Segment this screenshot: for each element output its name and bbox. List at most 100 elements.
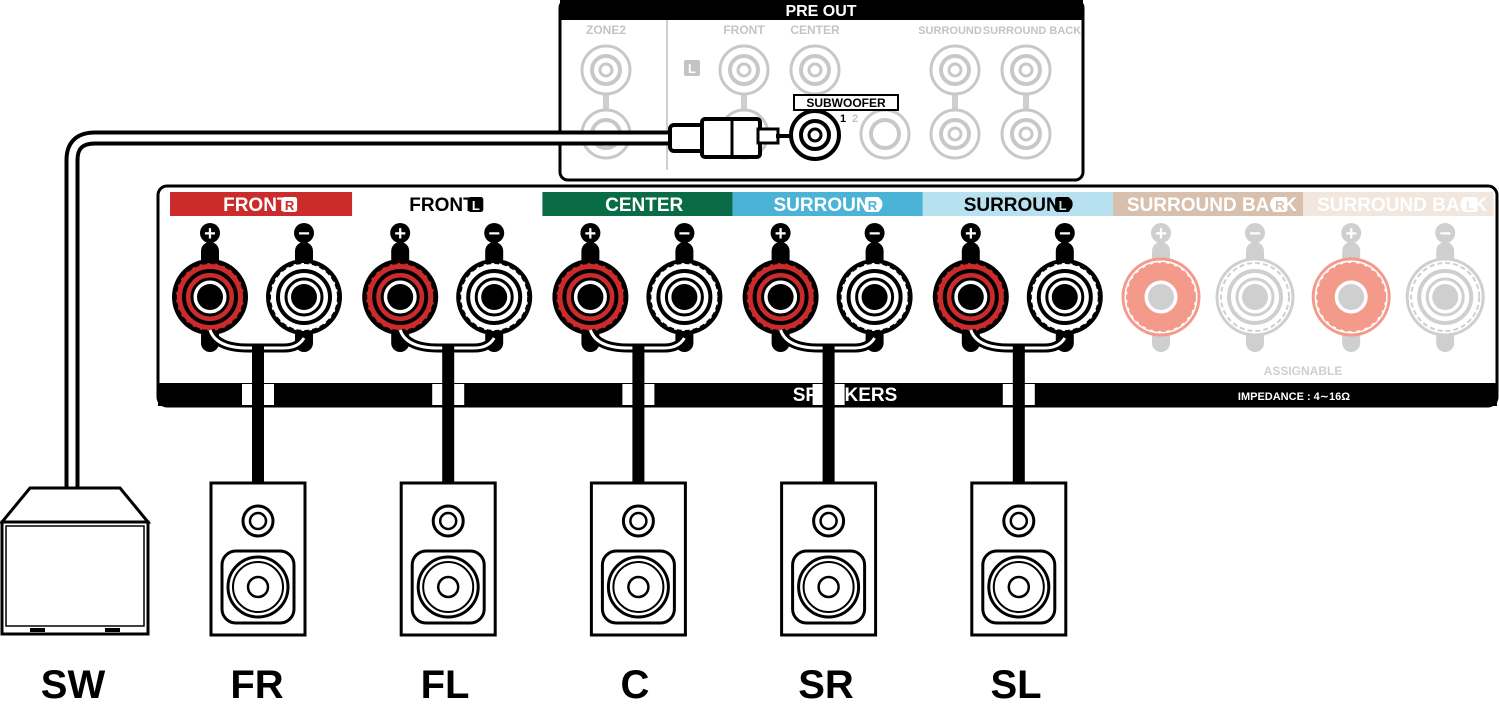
svg-text:+: + (394, 223, 406, 245)
plus-sign: + (770, 223, 791, 245)
channel-side-letter: R (1275, 198, 1285, 213)
svg-text:+: + (204, 223, 216, 245)
channel-center: CENTER + − (542, 192, 733, 352)
pre-out-front-label: FRONT (723, 23, 765, 37)
woofer-icon (410, 549, 486, 625)
channel-header-bar (732, 192, 923, 216)
woofer-icon (791, 549, 867, 625)
positive-terminal (932, 242, 1009, 352)
rca-subwoofer-2-jack (859, 108, 911, 160)
subwoofer-label-box: SUBWOOFER (793, 94, 899, 111)
svg-text:−: − (1059, 223, 1071, 245)
rca-surround-back-bottom-jack (1000, 108, 1052, 160)
speakers-panel: SPEAKERS IMPEDANCE : 4∼16Ω ASSIGNABLE FR… (156, 184, 1499, 408)
channel-header-bar (352, 192, 543, 216)
svg-text:−: − (1439, 223, 1451, 245)
subwoofer-unit (0, 486, 152, 636)
channel-side-badge (1272, 197, 1288, 212)
minus-sign: − (1245, 223, 1265, 245)
woofer-icon (220, 549, 296, 625)
tweeter-icon (1002, 504, 1036, 538)
channel-header-bar (922, 192, 1113, 216)
channel-name-label: SURROUND (774, 195, 884, 216)
subwoofer-label: SUBWOOFER (806, 96, 886, 110)
channel-name-label: CENTER (605, 195, 683, 216)
channel-header-bar (1303, 192, 1494, 216)
rca-surround-back-top-jack (1000, 44, 1052, 96)
woofer-icon (981, 549, 1057, 625)
channel-side-letter: L (472, 198, 480, 213)
channel-header-bar (1113, 192, 1304, 216)
positive-terminal (552, 242, 629, 352)
speaker-label-sl: SL (990, 663, 1042, 707)
subwoofer-jack-2-number: 2 (852, 113, 858, 125)
speaker-fl (399, 481, 497, 637)
channel-header-bar (542, 192, 733, 216)
svg-text:+: + (775, 223, 787, 245)
speaker-wire-fl (395, 328, 499, 486)
minus-sign: − (294, 223, 314, 245)
woofer-icon (600, 549, 676, 625)
rca-subwoofer-1-jack (789, 109, 841, 161)
svg-text:−: − (679, 223, 691, 245)
speakers-bottom-label: SPEAKERS (793, 385, 898, 406)
channel-header-bar (170, 192, 353, 216)
speaker-c (589, 481, 687, 637)
plus-sign: + (1341, 223, 1362, 245)
speaker-fr (209, 481, 307, 637)
svg-text:+: + (965, 223, 977, 245)
subwoofer-cable (64, 117, 792, 492)
speaker-label-c: C (620, 663, 650, 707)
minus-sign: − (1435, 223, 1456, 245)
channel-side-letter: L (1059, 198, 1067, 213)
tweeter-icon (241, 504, 275, 538)
svg-text:+: + (1345, 223, 1357, 245)
plus-sign: + (390, 223, 411, 245)
positive-terminal (362, 242, 439, 352)
speaker-wire-c (586, 328, 689, 486)
tweeter-icon (431, 504, 465, 538)
positive-terminal (742, 242, 819, 352)
negative-terminal (456, 242, 533, 352)
channel-side-letter: L (1466, 198, 1474, 213)
positive-terminal (1121, 242, 1201, 352)
rca-zone2-top-jack (580, 44, 632, 96)
speaker-wire-sr (776, 328, 879, 486)
negative-terminal (1026, 242, 1103, 352)
channel-side-letter: R (868, 198, 878, 213)
channel-side-badge (864, 197, 880, 212)
subwoofer-jack-1-number: 1 (840, 113, 846, 125)
minus-sign: − (1054, 223, 1075, 245)
minus-sign: − (674, 223, 695, 245)
channel-side-badge (468, 197, 484, 212)
svg-text:−: − (1249, 223, 1261, 245)
channel-side-badge (1462, 197, 1478, 212)
minus-sign: − (484, 223, 505, 245)
speaker-wire-fr (205, 328, 308, 486)
speaker-label-sw: SW (40, 663, 106, 707)
svg-text:−: − (298, 223, 310, 245)
plus-sign: + (580, 223, 601, 245)
positive-terminal (172, 242, 248, 352)
svg-text:−: − (869, 223, 881, 245)
pre-out-surround-back-label: SURROUND BACK (983, 25, 1081, 37)
speaker-wire-sl (966, 328, 1069, 486)
plus-sign: + (200, 223, 220, 245)
speaker-label-fl: FL (420, 663, 470, 707)
svg-text:−: − (488, 223, 500, 245)
positive-terminal (1311, 242, 1391, 352)
channel-name-label: SURROUND BACK (1317, 195, 1487, 216)
speaker-label-sr: SR (798, 663, 854, 707)
negative-terminal (1215, 242, 1295, 352)
channel-side-badge (282, 197, 298, 212)
tweeter-icon (812, 504, 846, 538)
zone2-label: ZONE2 (586, 23, 626, 37)
channel-name-label: FRONT (409, 195, 475, 216)
plus-sign: + (960, 223, 981, 245)
svg-text:+: + (585, 223, 597, 245)
